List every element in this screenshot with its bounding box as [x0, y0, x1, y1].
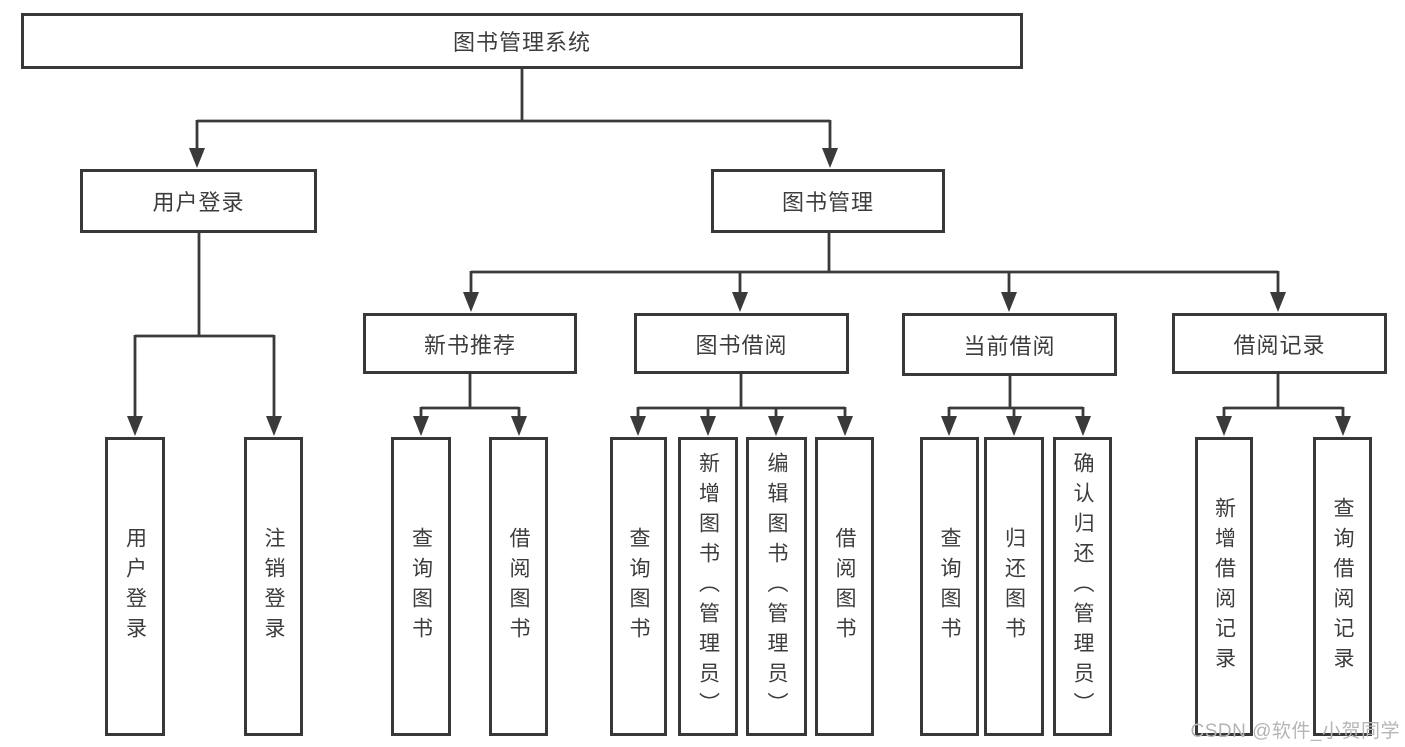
node-label: 当前借阅: [963, 333, 1056, 359]
connector-borrow-records: [1222, 373, 1345, 418]
leaf-bb-query-book: 查询图书: [610, 437, 667, 736]
node-label: 用户登录: [152, 190, 245, 215]
arrowheads: [127, 148, 1351, 436]
node-label: 查询图书: [409, 526, 433, 647]
csdn-watermark: CSDN @软件_小贺同学: [1190, 721, 1400, 742]
connector-book-borrow: [636, 373, 847, 418]
connector-new-book-recommend: [419, 373, 521, 418]
node-label: 编辑图书（管理员）: [765, 451, 788, 722]
leaf-cb-query-book: 查询图书: [920, 437, 979, 736]
leaf-bb-borrow-book: 借阅图书: [815, 437, 874, 736]
node-label: 新增图书（管理员）: [696, 451, 720, 722]
node-library-management-system: 图书管理系统: [21, 13, 1023, 69]
node-label: 用户登录: [123, 526, 147, 647]
connector-book-management: [469, 233, 1280, 294]
node-label: 图书管理系统: [452, 30, 591, 55]
leaf-bb-edit-book-admin: 编辑图书（管理员）: [746, 437, 807, 736]
node-book-management: 图书管理: [711, 169, 945, 233]
leaf-bb-add-book-admin: 新增图书（管理员）: [678, 437, 738, 736]
leaf-nb-borrow-book: 借阅图书: [489, 437, 548, 736]
node-user-login: 用户登录: [80, 169, 317, 233]
node-label: 借阅图书: [507, 526, 530, 647]
node-current-borrow: 当前借阅: [902, 313, 1117, 376]
leaf-cb-confirm-return-admin: 确认归还（管理员）: [1053, 437, 1112, 736]
connector-root: [195, 68, 832, 150]
node-label: 借阅图书: [833, 526, 856, 647]
node-label: 查询借阅记录: [1331, 496, 1354, 677]
node-label: 确认归还（管理员）: [1071, 451, 1094, 722]
node-label: 借阅记录: [1233, 332, 1326, 358]
node-label: 查询图书: [627, 526, 650, 647]
leaf-br-query-borrow-record: 查询借阅记录: [1313, 437, 1372, 736]
node-label: 图书借阅: [695, 332, 788, 358]
node-label: 注销登录: [262, 526, 285, 647]
node-book-borrow: 图书借阅: [634, 313, 849, 374]
leaf-nb-query-book: 查询图书: [391, 437, 451, 736]
leaf-cb-return-book: 归还图书: [984, 437, 1044, 736]
node-label: 新增借阅记录: [1212, 496, 1236, 677]
node-label: 图书管理: [781, 190, 874, 215]
leaf-user-login: 用户登录: [105, 437, 165, 736]
node-label: 查询图书: [938, 526, 961, 647]
connector-current-borrow: [947, 375, 1085, 418]
node-label: 归还图书: [1002, 526, 1026, 647]
connector-user-login: [133, 233, 276, 418]
node-label: 新书推荐: [423, 332, 516, 358]
node-new-book-recommend: 新书推荐: [363, 313, 577, 374]
leaf-br-add-borrow-record: 新增借阅记录: [1195, 437, 1253, 736]
leaf-logout-login: 注销登录: [244, 437, 303, 736]
node-borrow-records: 借阅记录: [1172, 313, 1387, 374]
